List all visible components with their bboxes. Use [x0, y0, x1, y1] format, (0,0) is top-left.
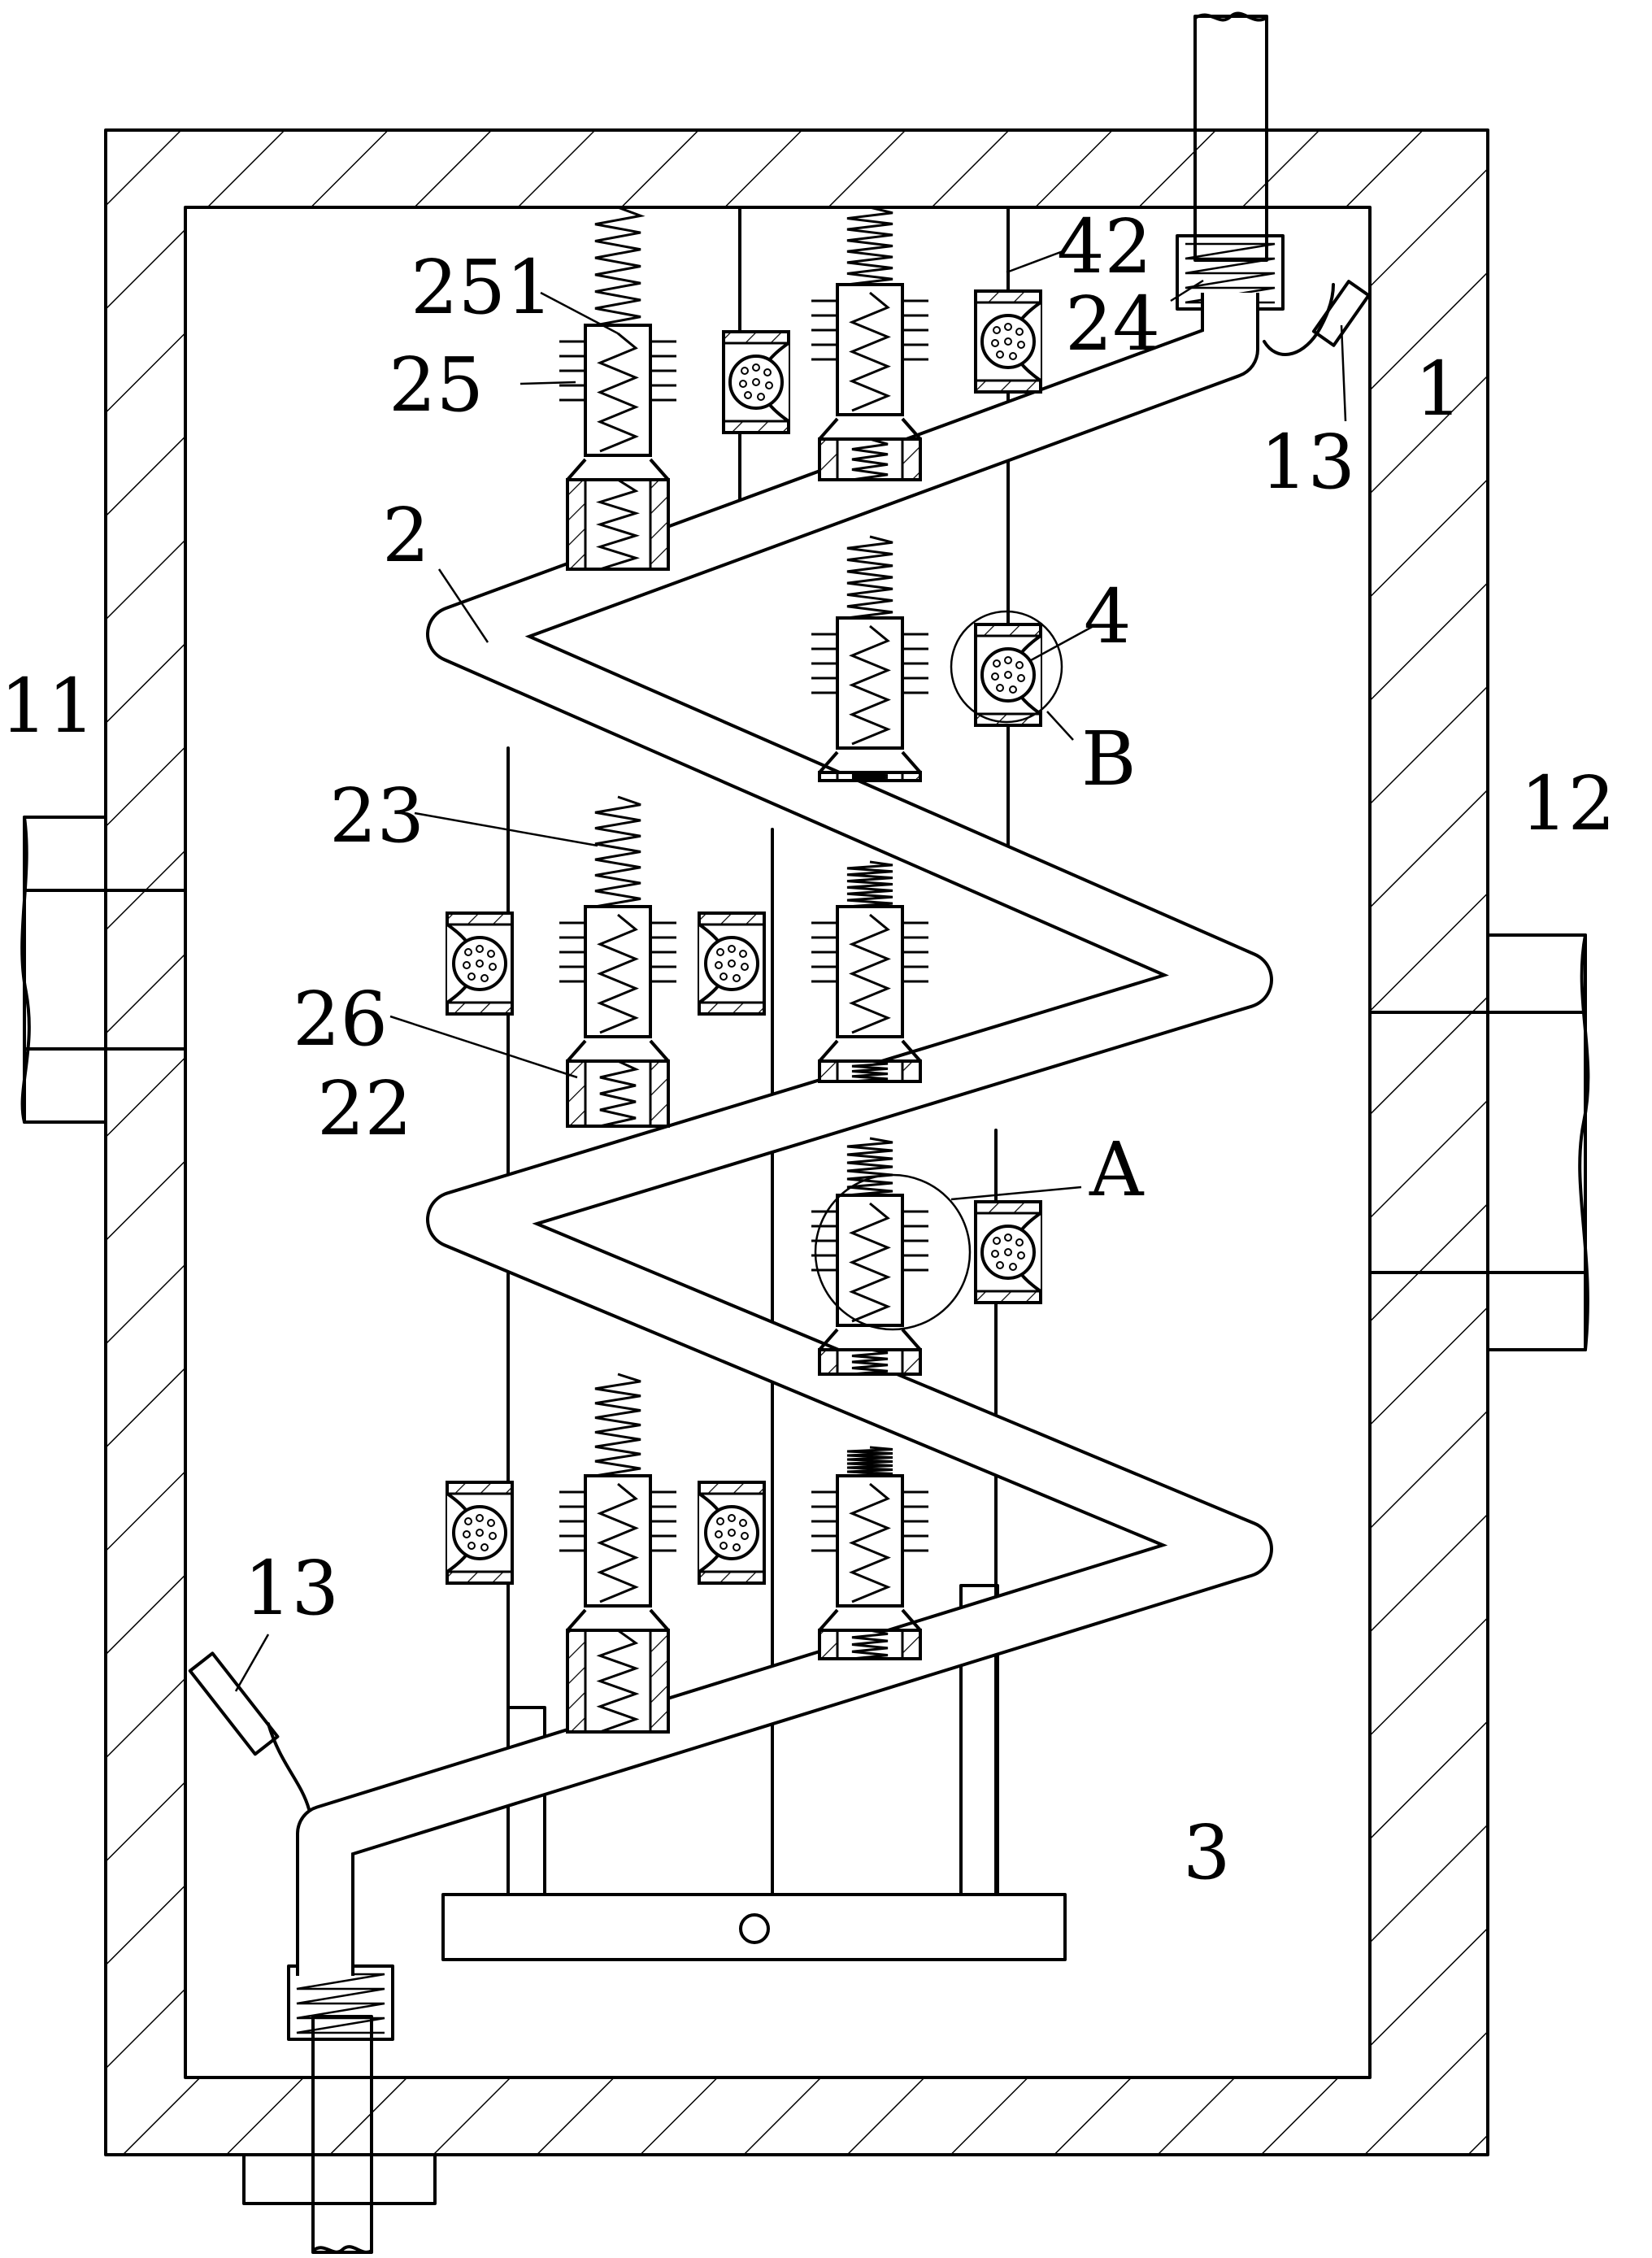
outlet-pipe-12: [1368, 933, 1590, 1351]
label-A: A: [1089, 1126, 1145, 1213]
label-1: 1: [1415, 346, 1463, 433]
ball-holder: [698, 1481, 766, 1585]
label-22: 22: [317, 1065, 412, 1152]
spring-assemblies: [446, 206, 1042, 1734]
label-23: 23: [329, 772, 424, 859]
ball-holder: [722, 330, 790, 434]
label-251: 251: [411, 244, 554, 331]
label-13-top: 13: [1260, 419, 1355, 506]
detail-circles: [814, 610, 1063, 1331]
spring-fin-assembly: [811, 1137, 1042, 1376]
spring-fin-assembly: [446, 1373, 676, 1734]
label-2: 2: [382, 492, 430, 579]
ball-holder: [446, 1481, 514, 1585]
label-26: 26: [293, 976, 388, 1063]
coil-tube-2: [188, 280, 1371, 1976]
ball-holder: [698, 911, 766, 1016]
spring-fin-assembly: [811, 535, 1042, 782]
spring-fin-assembly: [698, 860, 928, 1083]
label-12: 12: [1520, 760, 1615, 847]
label-4: 4: [1084, 573, 1132, 660]
label-11: 11: [0, 663, 95, 750]
ball-holder: [974, 1200, 1042, 1304]
label-13-bottom: 13: [244, 1545, 339, 1632]
ball-holder: [974, 289, 1042, 394]
leader-lines: [234, 249, 1347, 1692]
spring-fin-assembly: [559, 206, 790, 571]
label-42: 42: [1057, 203, 1152, 290]
label-24: 24: [1065, 281, 1160, 368]
spring-fin-assembly: [811, 206, 1042, 481]
label-25: 25: [389, 342, 484, 429]
ball-holder: [446, 911, 514, 1016]
label-3: 3: [1183, 1809, 1231, 1896]
label-B: B: [1081, 716, 1137, 803]
base-plate-3: [441, 1584, 1067, 1961]
inlet-pipe-11: [20, 816, 187, 1124]
part-labels: 1 2 3 4 11 12 13 13 22 23 24 25 251 26 4…: [0, 203, 1615, 1896]
spring-fin-assembly: [698, 1446, 928, 1660]
spring-fin-assembly: [446, 795, 676, 1128]
ball-holder: [974, 623, 1042, 727]
